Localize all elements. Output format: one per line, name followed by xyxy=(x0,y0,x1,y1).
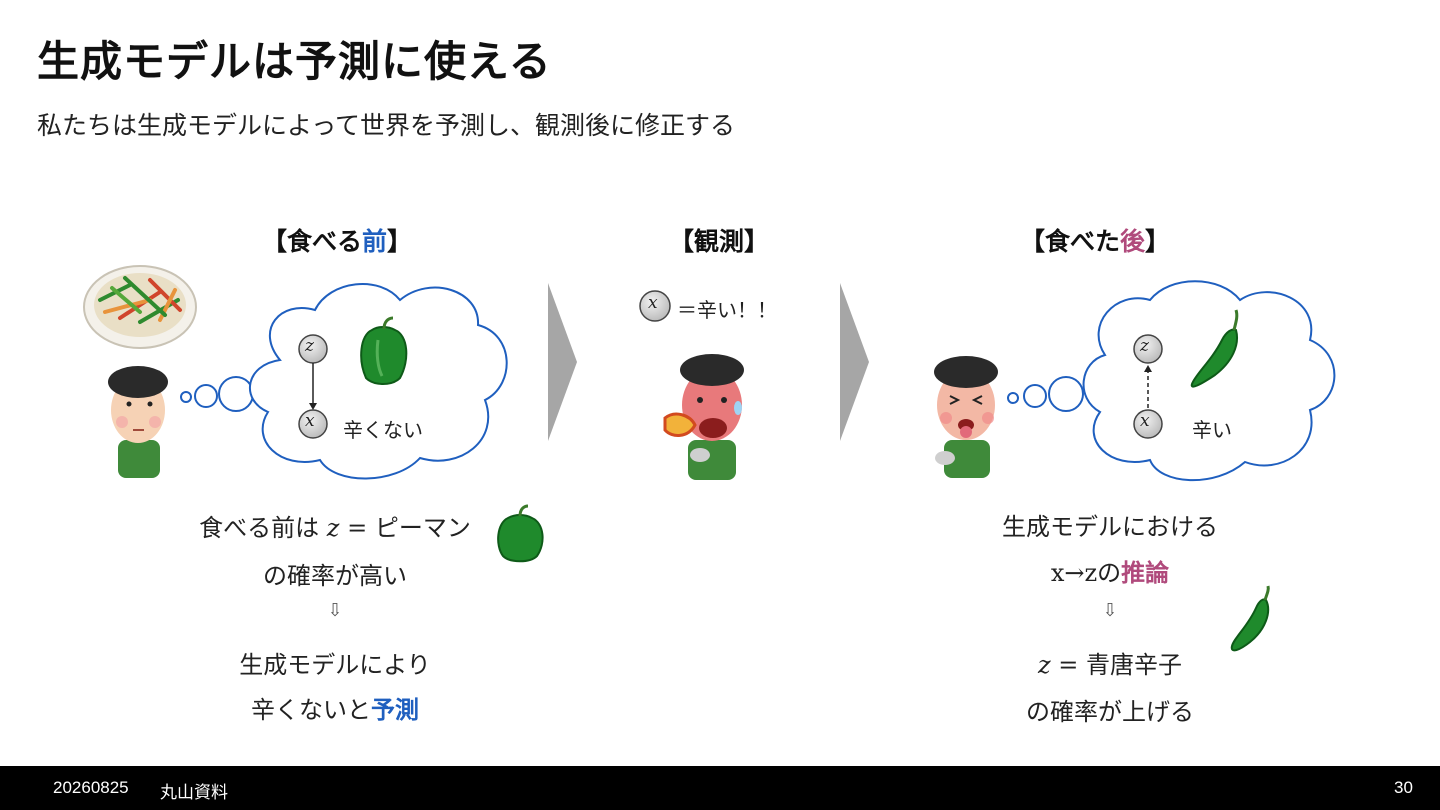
phase-after-close: 】 xyxy=(1145,227,1171,256)
before-thought-text: 辛くない xyxy=(343,418,423,442)
caption-after-arrow: ⇩ xyxy=(1102,600,1118,621)
before-z-node-label: z xyxy=(305,336,314,356)
caption-before-line4: 辛くないと予測 xyxy=(150,690,520,725)
slide-subtitle: 私たちは生成モデルによって世界を予測し、観測後に修正する xyxy=(37,111,736,140)
phase-after-open: 【食べた xyxy=(1020,227,1121,256)
footer-date: 20260825 xyxy=(53,778,129,797)
thought-bubble-before xyxy=(180,283,508,480)
caption-before-line1-var: z xyxy=(326,514,340,542)
before-x-node-label: x xyxy=(305,411,315,431)
caption-before-line1-suffix: = ピーマン xyxy=(347,514,471,542)
chevron-arrow-1 xyxy=(548,283,577,441)
caption-before-line1-prefix: 食べる前は xyxy=(199,514,320,542)
footer-page-number: 30 xyxy=(1394,778,1413,797)
caption-after-line2-highlight: 推論 xyxy=(1121,559,1170,587)
phase-after-highlight: 後 xyxy=(1120,227,1146,256)
caption-before-line1: 食べる前は z = ピーマン xyxy=(150,508,520,543)
after-x-node-label: x xyxy=(1140,411,1150,431)
caption-after-line3: z = 青唐辛子 xyxy=(925,645,1295,680)
caption-before-line2: の確率が高い xyxy=(263,562,407,590)
caption-after-line2: x→zの推論 xyxy=(925,553,1295,588)
chevron-arrow-2 xyxy=(840,283,869,441)
phase-after-header: 【食べた後】 xyxy=(1020,222,1170,258)
phase-before-open: 【食べる xyxy=(262,227,363,256)
caption-after-line2-prefix: x→zの xyxy=(1050,559,1122,587)
slide-title: 生成モデルは予測に使える xyxy=(37,37,552,86)
chili-pepper-caption-icon xyxy=(1230,585,1270,652)
graphical-model-after xyxy=(1133,334,1163,439)
footer-bar: 20260825 丸山資料 30 xyxy=(0,766,1440,810)
caption-before-arrow: ⇩ xyxy=(327,600,343,621)
observation-text: ＝辛い！！ xyxy=(677,298,777,322)
caption-before-line4-prefix: 辛くないと xyxy=(251,696,371,724)
caption-after-line4: の確率が上げる xyxy=(1026,698,1194,726)
phase-observe-header: 【観測】 xyxy=(669,227,770,256)
chili-pepper-icon xyxy=(1190,309,1239,388)
phase-before-close: 】 xyxy=(387,227,413,256)
graphical-model-before xyxy=(298,334,328,439)
thought-bubble-after xyxy=(1007,280,1336,482)
illustration-layer xyxy=(83,265,1336,652)
observation-x-node xyxy=(639,290,671,322)
observation-x-label: x xyxy=(648,293,658,313)
caption-after-line3-suffix: = 青唐辛子 xyxy=(1058,651,1183,679)
footer-author: 丸山資料 xyxy=(160,783,228,802)
phase-before-header: 【食べる前】 xyxy=(262,222,412,258)
boy-after-illustration xyxy=(934,356,998,478)
phase-before-highlight: 前 xyxy=(362,227,388,256)
after-z-node-label: z xyxy=(1140,336,1149,356)
after-thought-text: 辛い xyxy=(1192,418,1232,442)
caption-after-line1: 生成モデルにおける xyxy=(1002,513,1218,541)
boy-thinking-illustration xyxy=(108,366,168,478)
caption-before-line3: 生成モデルにより xyxy=(239,651,431,679)
food-plate-illustration xyxy=(83,265,197,349)
caption-before-line4-highlight: 予測 xyxy=(371,696,419,724)
caption-after-line3-var: z xyxy=(1037,651,1051,679)
bell-pepper-caption-icon xyxy=(497,504,544,563)
bell-pepper-icon xyxy=(360,316,408,385)
boy-spicy-illustration xyxy=(663,354,744,480)
